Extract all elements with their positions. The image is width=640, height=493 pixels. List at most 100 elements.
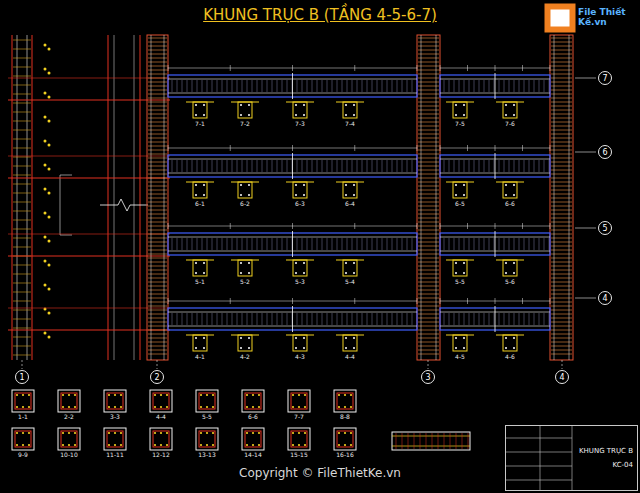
rebar-dot [48,96,51,99]
rebar-line [27,35,28,360]
rebar-dot [68,394,70,396]
rebar-dot [154,444,156,446]
logo-icon [545,4,575,32]
rebar-dot [505,194,507,196]
rebar-dot [240,114,242,116]
dimension-tick [417,298,418,304]
rebar-dot [338,406,340,408]
stirrup-tick [13,94,31,95]
rebar-dot [303,184,305,186]
dimension-tick [522,145,523,151]
beam-stirrup [227,313,228,325]
column-stirrup [199,431,215,447]
section-label: 7-3 [284,121,316,127]
rebar-dot [74,444,76,446]
dimension-tick [495,65,496,71]
beam-section [343,102,357,118]
stirrup-tick [13,112,31,113]
beam-stirrup [377,313,378,325]
rebar-dot [350,406,352,408]
stirrup-tick [13,40,31,41]
beam-stirrup [317,80,318,92]
section-label: 4-4 [334,354,366,360]
beam-stirrup [312,313,313,325]
beam-stirrup [402,433,403,449]
beam-stirrup [450,433,451,449]
beam-stirrup [407,160,408,172]
rebar-dot [344,406,346,408]
beam-stirrup [342,238,343,250]
beam-stirrup [197,313,198,325]
column-stirrup [107,393,123,409]
rebar-dot [48,192,51,195]
axis-circle: 1 [15,370,29,384]
beam-stirrup [534,160,535,172]
dimension-tick [168,298,169,304]
beam-stirrup [297,160,298,172]
beam-stirrup [459,80,460,92]
beam-stirrup [387,313,388,325]
rebar-dot [252,406,254,408]
beam-stirrup [456,433,457,449]
axis-line [157,360,158,369]
dimension-tick [495,145,496,151]
beam-stirrup [212,80,213,92]
level-leader [575,78,596,79]
rebar-dot [44,164,47,167]
beam-stirrup [262,313,263,325]
node-text: 1 [19,373,24,382]
beam-stirrup [449,313,450,325]
rebar-dot [44,116,47,119]
rebar-line [569,35,570,360]
rebar-dot [48,288,51,291]
beam-stirrup [397,238,398,250]
rebar-dot [505,184,507,186]
beam-stirrup [257,238,258,250]
drawing-title: KHUNG TRỤC B (TẦNG 4-5-6-7) [0,6,640,24]
rebar-dot [22,394,24,396]
rebar-dot [345,272,347,274]
stirrup-tick [13,265,31,266]
beam-stirrup [347,160,348,172]
stirrup-tick [13,274,31,275]
title-block-row [505,438,572,439]
column-section [12,428,34,450]
rebar-dot [206,394,208,396]
beam-break [292,153,293,179]
beam-stirrup [362,160,363,172]
floor-line [8,330,170,331]
beam-section [293,182,307,198]
rebar-line [134,35,135,360]
rebar-dot [74,394,76,396]
column-elevation [417,35,440,360]
rebar-dot [350,444,352,446]
floor-line [8,156,170,157]
beam-stirrup [317,313,318,325]
beam-stirrup [252,160,253,172]
section-label: 7-6 [494,121,526,127]
rebar-dot [195,337,197,339]
rebar-dot [353,114,355,116]
rebar-dot [160,444,162,446]
beam-stirrup [327,80,328,92]
rebar-dot [108,406,110,408]
rebar-dot [344,444,346,446]
rebar-dot [44,140,47,143]
beam-stirrup [372,238,373,250]
beam-section [193,335,207,351]
rebar-dot [203,347,205,349]
beam-stirrup [539,160,540,172]
beam-stirrup [272,238,273,250]
stirrup-tick [13,220,31,221]
beam-break [495,153,496,179]
stirrup-tick [13,103,31,104]
beam-stirrup [357,80,358,92]
beam-stirrup [397,160,398,172]
dimension-tick [292,298,293,304]
beam-stirrup [454,313,455,325]
dimension-tick [550,223,551,229]
column-stirrup [153,431,169,447]
dimension-tick [292,145,293,151]
rebar-dot [240,194,242,196]
